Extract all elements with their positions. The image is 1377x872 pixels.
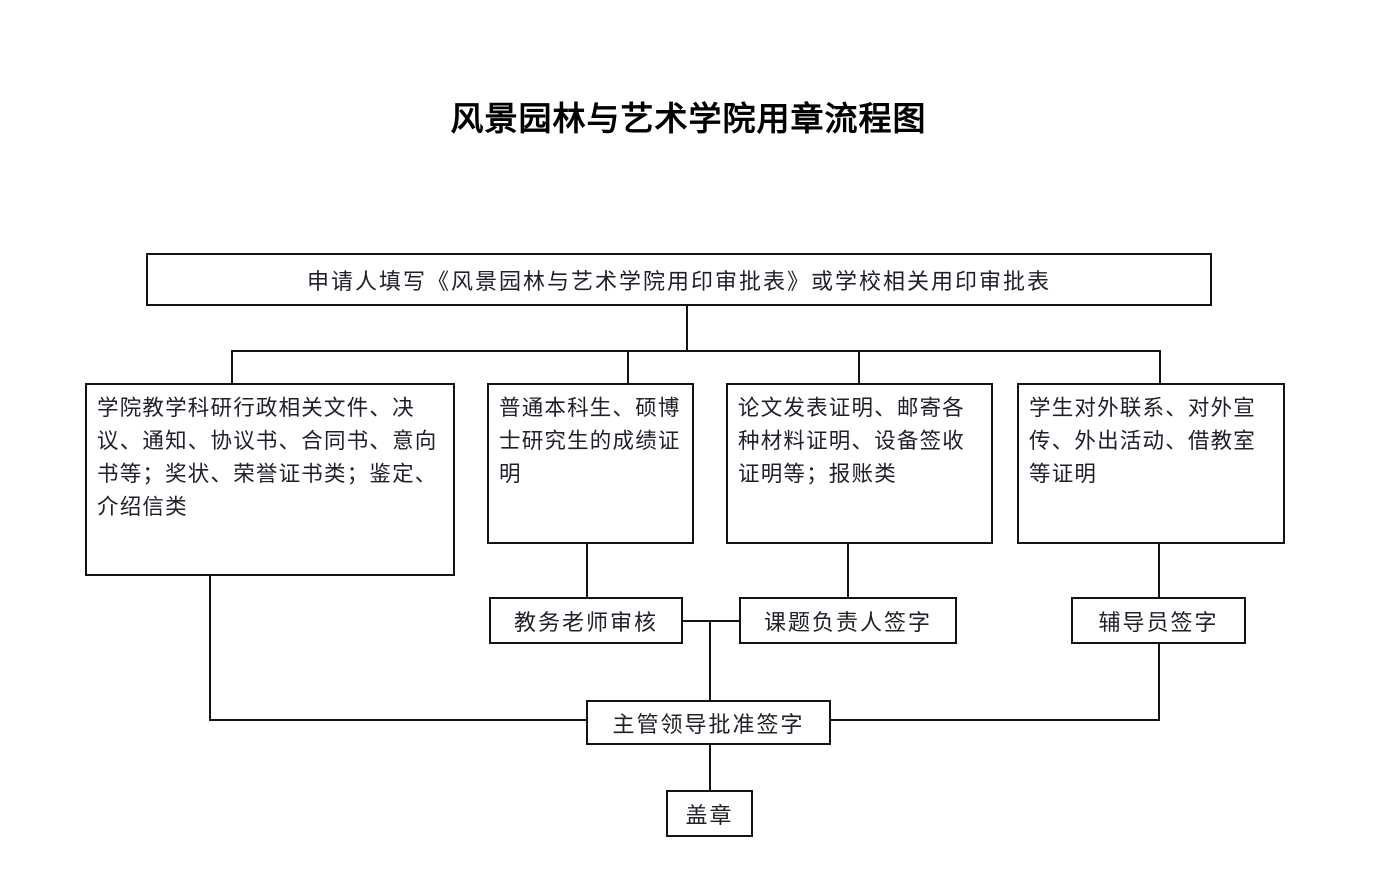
node-student-external-affairs-label: 学生对外联系、对外宣传、外出活动、借教室等证明 [1029, 396, 1257, 486]
connector-distribution-bus [231, 350, 1161, 352]
connector-review-1-to-review-2 [682, 620, 740, 622]
node-counselor-signature-label: 辅导员签字 [1098, 609, 1219, 635]
node-academic-admin-docs[interactable]: 学院教学科研行政相关文件、决议、通知、协议书、合同书、意向书等；奖状、荣誉证书类… [85, 383, 455, 576]
node-paper-material-proof[interactable]: 论文发表证明、邮寄各种材料证明、设备签收证明等；报账类 [726, 383, 993, 544]
connector-category-1-down [209, 576, 211, 719]
connector-category-2-to-review-1 [586, 544, 588, 597]
node-student-transcript[interactable]: 普通本科生、硕博士研究生的成绩证明 [487, 383, 694, 544]
connector-category-3-to-review-2 [847, 544, 849, 597]
node-apply-seal[interactable]: 盖章 [666, 790, 753, 837]
connector-reviews-to-approval [709, 620, 711, 707]
connector-bus-to-category-2 [627, 350, 629, 383]
node-apply-seal-label: 盖章 [685, 802, 734, 828]
connector-start-to-bus [686, 306, 688, 352]
node-student-external-affairs[interactable]: 学生对外联系、对外宣传、外出活动、借教室等证明 [1017, 383, 1285, 544]
node-academic-admin-docs-label: 学院教学科研行政相关文件、决议、通知、协议书、合同书、意向书等；奖状、荣誉证书类… [97, 396, 438, 519]
node-application-form-label: 申请人填写《风景园林与艺术学院用印审批表》或学校相关用印审批表 [306, 268, 1051, 294]
connector-bus-to-category-3 [858, 350, 860, 383]
connector-bus-to-category-4 [1159, 350, 1161, 383]
connector-review-3-to-approval [830, 719, 1160, 721]
node-director-approval-signature[interactable]: 主管领导批准签字 [586, 700, 831, 745]
page-title: 风景园林与艺术学院用章流程图 [450, 100, 927, 137]
node-student-transcript-label: 普通本科生、硕博士研究生的成绩证明 [499, 396, 681, 486]
node-project-leader-signature-label: 课题负责人签字 [763, 609, 932, 635]
connector-review-3-down [1158, 644, 1160, 719]
connector-category-4-to-review-3 [1158, 544, 1160, 597]
connector-bus-to-category-1 [231, 350, 233, 383]
connector-approval-to-seal [709, 745, 711, 790]
node-director-approval-signature-label: 主管领导批准签字 [612, 711, 805, 737]
node-project-leader-signature[interactable]: 课题负责人签字 [739, 597, 957, 644]
node-counselor-signature[interactable]: 辅导员签字 [1071, 597, 1246, 644]
node-academic-affairs-review-label: 教务老师审核 [513, 609, 658, 635]
node-paper-material-proof-label: 论文发表证明、邮寄各种材料证明、设备签收证明等；报账类 [738, 396, 966, 486]
connector-category-1-to-approval [209, 719, 587, 721]
node-application-form[interactable]: 申请人填写《风景园林与艺术学院用印审批表》或学校相关用印审批表 [146, 253, 1212, 306]
node-academic-affairs-review[interactable]: 教务老师审核 [489, 597, 683, 644]
